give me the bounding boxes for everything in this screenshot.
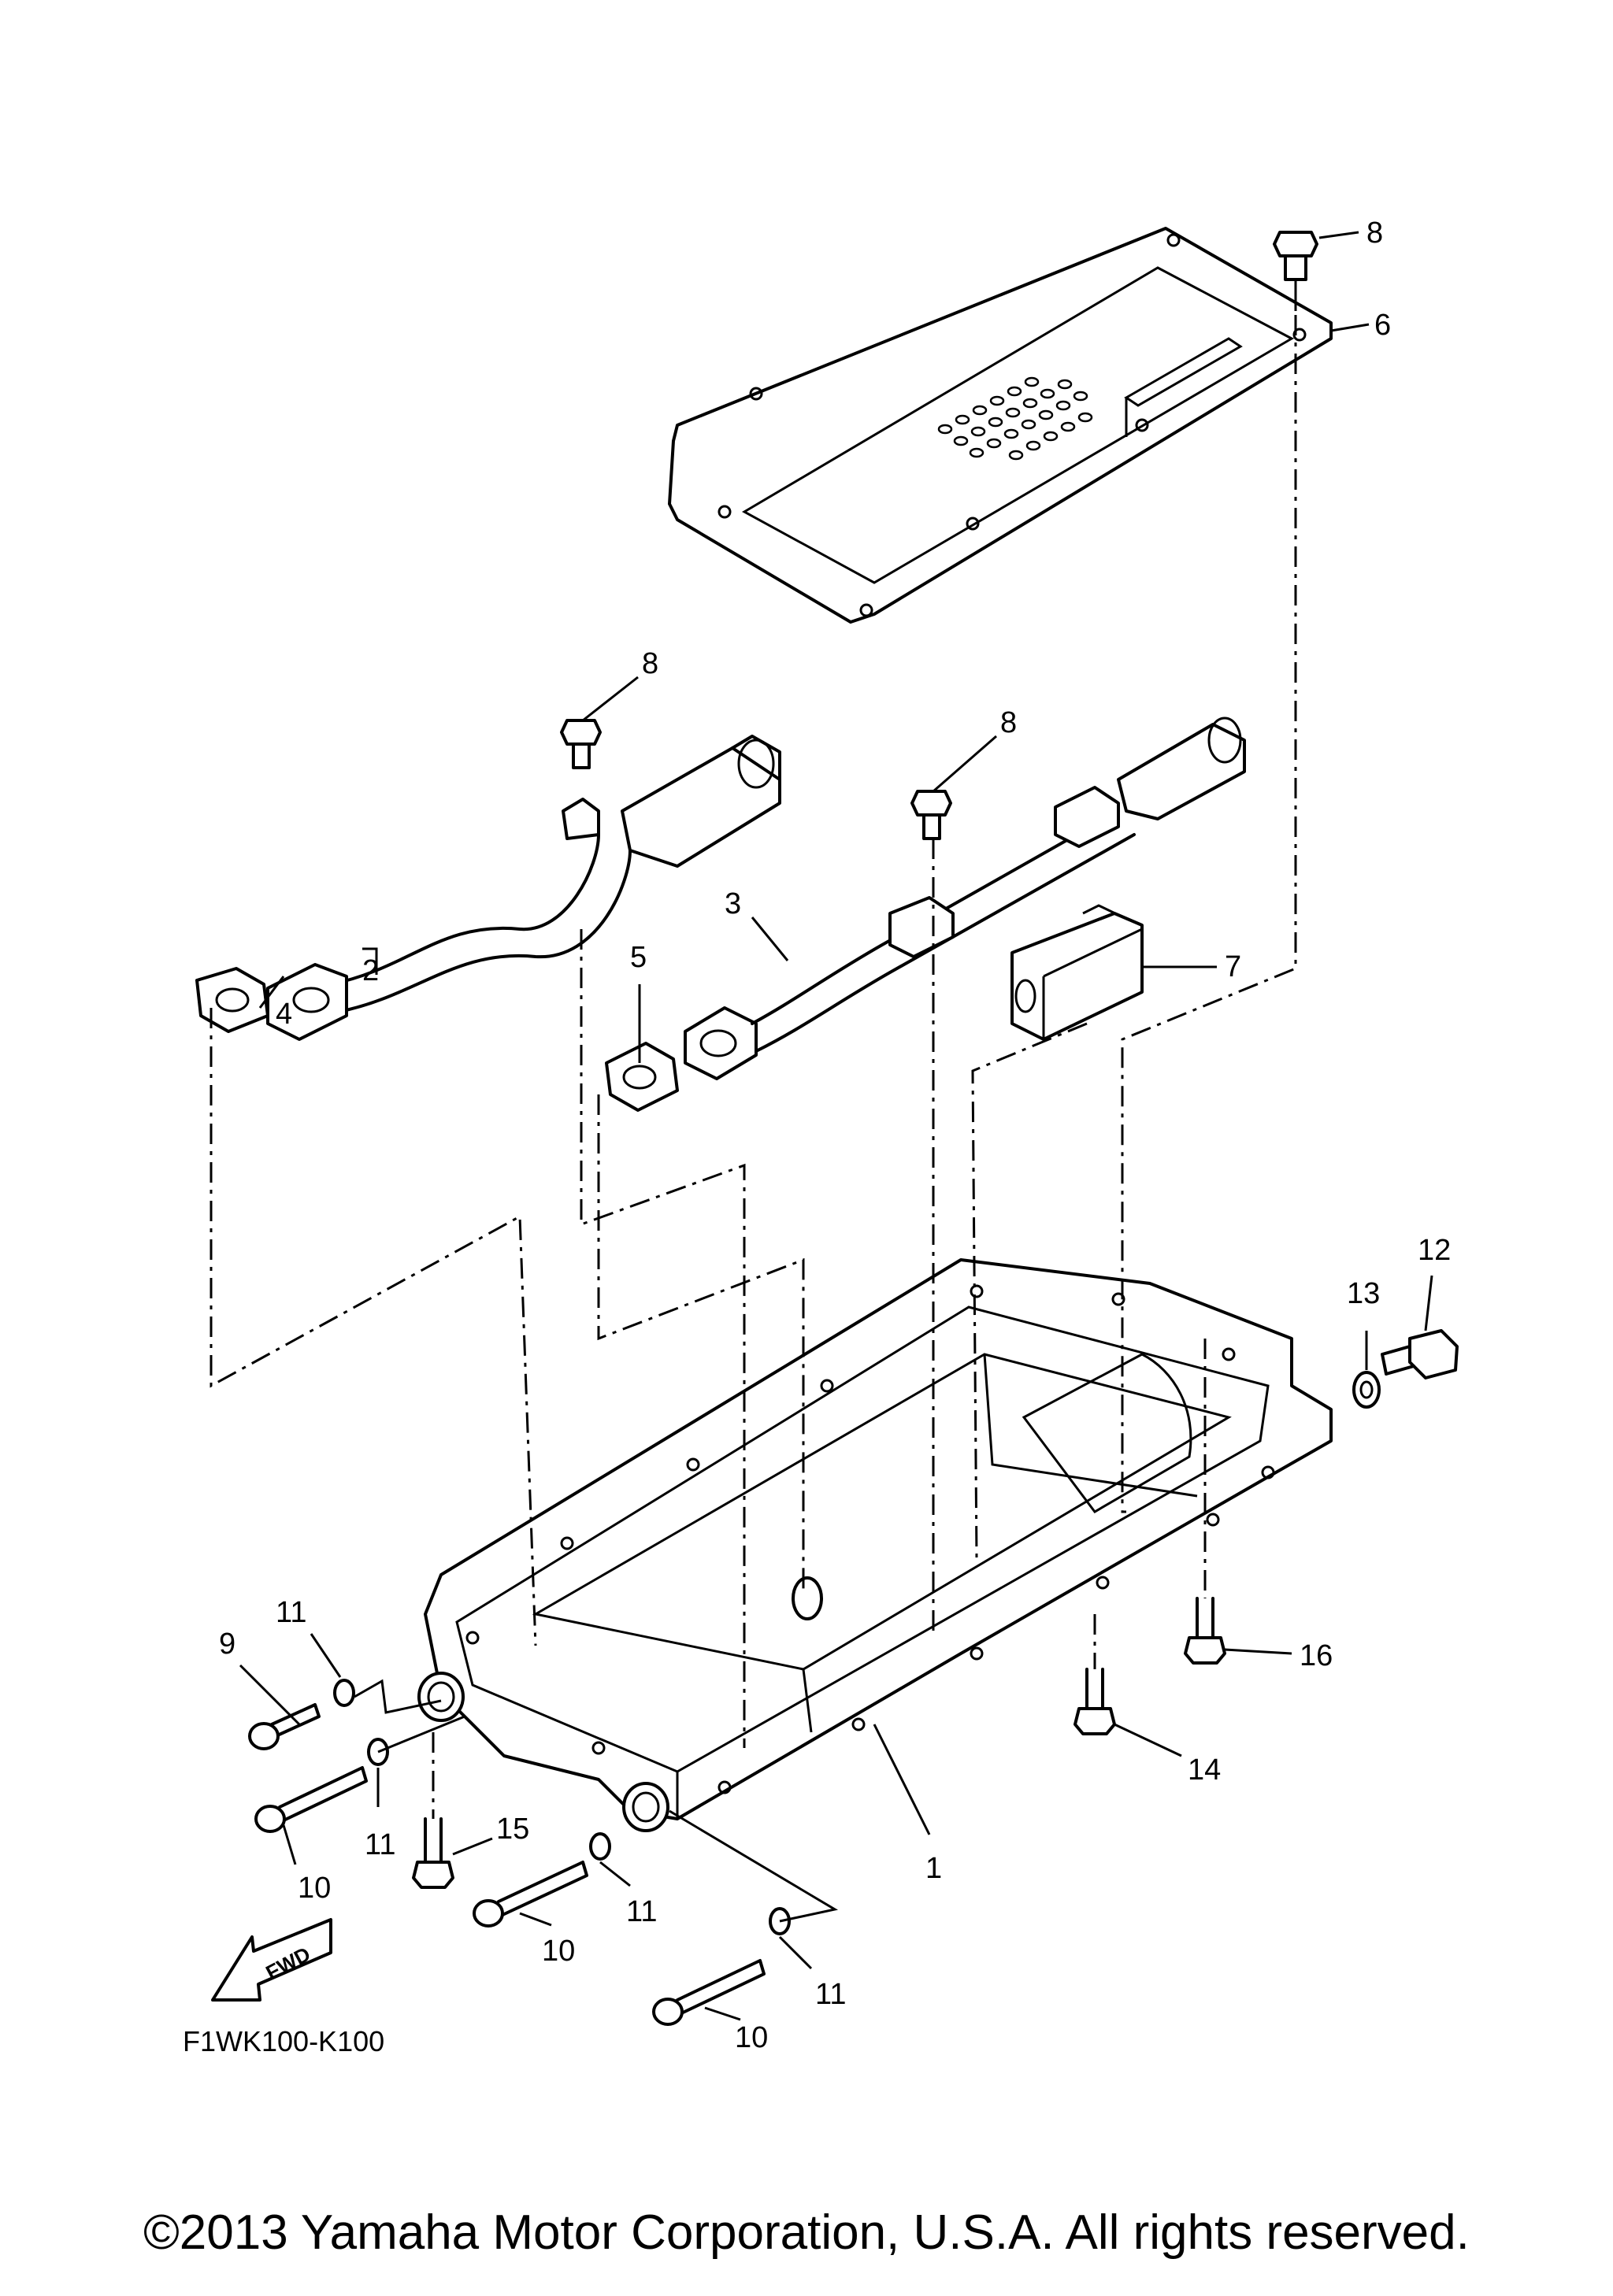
part-10-bolt-a (254, 1766, 368, 1833)
callout-6: 6 (1374, 309, 1391, 342)
part-1-oil-pan (417, 1258, 1333, 1832)
part-10-bolt-b (473, 1861, 588, 1928)
leader-lines (239, 231, 1433, 2021)
callout-1: 1 (925, 1852, 942, 1885)
callout-10: 10 (298, 1872, 331, 1905)
callout-10: 10 (735, 2021, 768, 2054)
part-7-bracket (1010, 904, 1144, 1041)
part-6-cover-plate (668, 227, 1333, 624)
callout-11: 11 (365, 1828, 395, 1861)
callout-11: 11 (276, 1596, 306, 1629)
strainer-holes (937, 376, 1093, 461)
part-13-washer (1352, 1371, 1381, 1409)
fwd-arrow-icon: FWD (211, 1918, 332, 2002)
callout-15: 15 (496, 1813, 529, 1846)
callout-10: 10 (542, 1935, 575, 1968)
copyright-notice: ©2013 Yamaha Motor Corporation, U.S.A. A… (143, 2205, 1470, 2260)
callout-12: 12 (1418, 1234, 1451, 1267)
callout-2: 2 (362, 954, 379, 987)
bolt-8-cover (1273, 231, 1318, 311)
callout-8: 8 (1000, 706, 1017, 739)
part-3-oil-pipe (684, 717, 1246, 1080)
part-12-drain-bolt (1381, 1329, 1459, 1379)
callout-5: 5 (630, 941, 647, 974)
callout-3: 3 (725, 887, 741, 920)
part-9-bolt (248, 1703, 321, 1750)
callout-4: 4 (276, 998, 292, 1031)
part-10-bolt-c (652, 1959, 766, 2026)
callout-8: 8 (1366, 217, 1383, 250)
part-4-gasket (195, 967, 269, 1033)
bolt-8-pipe-left (560, 719, 602, 769)
callout-13: 13 (1347, 1277, 1380, 1310)
callout-8: 8 (642, 647, 658, 680)
diagram-code: F1WK100-K100 (183, 2025, 384, 2057)
assembly-lines (210, 315, 1297, 1923)
part-16-bolt (1184, 1597, 1226, 1665)
callouts: 8 6 8 8 3 5 7 2 4 12 13 16 14 1 11 9 11 … (219, 217, 1451, 2054)
callout-14: 14 (1188, 1753, 1221, 1787)
bolt-8-pipe-right (910, 790, 952, 840)
part-15-bolt (412, 1817, 454, 1889)
part-2-oil-pipe (266, 735, 781, 1041)
callout-7: 7 (1225, 950, 1241, 983)
callout-9: 9 (219, 1628, 235, 1661)
callout-11: 11 (815, 1978, 846, 2011)
callout-16: 16 (1300, 1639, 1333, 1672)
callout-11: 11 (626, 1895, 657, 1928)
part-5-gasket (605, 1042, 679, 1112)
part-14-bolt (1073, 1668, 1116, 1735)
